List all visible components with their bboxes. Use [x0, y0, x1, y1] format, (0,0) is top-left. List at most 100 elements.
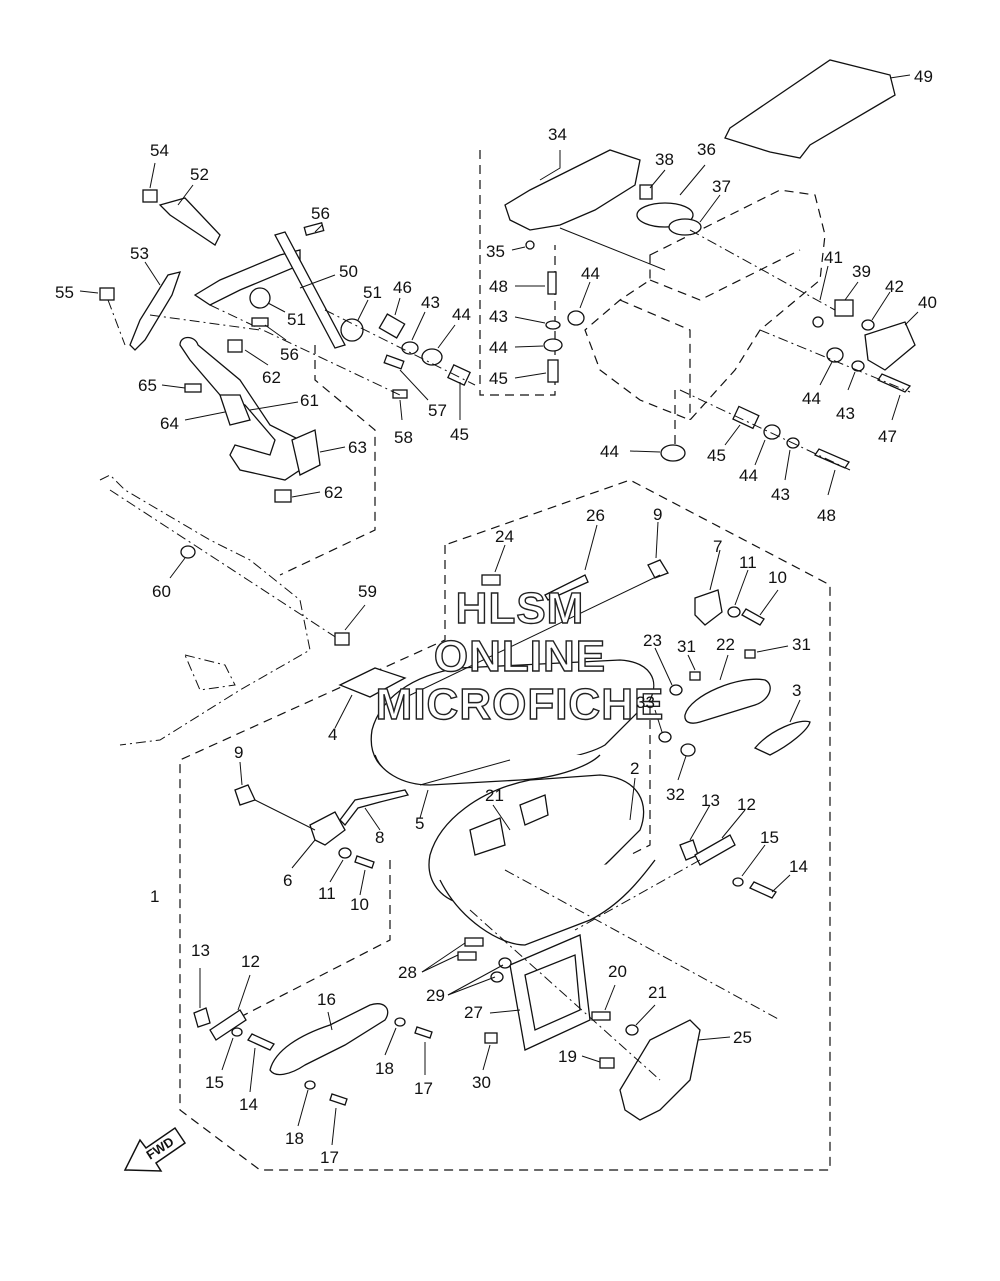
label-4: [338, 667, 407, 698]
callout-23: 23: [643, 631, 662, 650]
clip-9-left: [234, 784, 256, 806]
callout-43-b: 43: [836, 404, 855, 423]
stay-50: [193, 249, 301, 306]
callout-35: 35: [486, 242, 505, 261]
washer-43-upper: [545, 320, 561, 330]
washer-15-right: [732, 877, 744, 887]
callout-56-a: 56: [311, 204, 330, 223]
cover-13-left: [193, 1007, 211, 1028]
washer-43-right: [851, 360, 865, 372]
callout-43-d: 43: [421, 293, 440, 312]
callout-6: 6: [283, 871, 292, 890]
callout-38: 38: [655, 150, 674, 169]
washer-18-bottom: [304, 1080, 316, 1090]
callout-45-c: 45: [450, 425, 469, 444]
callout-9-b: 9: [234, 743, 243, 762]
callout-12-a: 12: [737, 795, 756, 814]
gasket-27-inner: [524, 954, 581, 1031]
guard-64: [219, 394, 251, 426]
callout-14-b: 14: [239, 1095, 258, 1114]
cover-40: [864, 321, 916, 371]
washer-18-top: [394, 1017, 406, 1027]
callout-11-a: 11: [739, 553, 757, 572]
bolt-58: [392, 389, 408, 399]
collar-45-upper: [547, 359, 559, 383]
washer-11-left: [338, 847, 352, 859]
callout-40: 40: [918, 293, 937, 312]
callout-17-b: 17: [320, 1148, 339, 1167]
emblem-22: [684, 678, 771, 724]
callout-33: 33: [636, 693, 655, 712]
latch-7: [694, 589, 723, 626]
callout-61: 61: [300, 391, 319, 410]
bolt-10-top: [741, 608, 765, 626]
bolt-30: [484, 1032, 498, 1044]
bolt-56-top: [303, 222, 325, 236]
callout-59: 59: [358, 582, 377, 601]
block-63: [291, 429, 321, 476]
emblem-3: [753, 720, 811, 756]
callout-22: 22: [716, 635, 735, 654]
frame-outline: [99, 474, 311, 746]
callout-44-e: 44: [739, 466, 758, 485]
washer-15-left: [231, 1027, 243, 1037]
callout-45-b: 45: [707, 446, 726, 465]
grommet-44-bottom: [660, 444, 686, 462]
screw-41: [812, 316, 824, 328]
callout-28: 28: [398, 963, 417, 982]
callout-10-b: 10: [350, 895, 369, 914]
bolt-55: [99, 287, 115, 301]
callout-12-b: 12: [241, 952, 260, 971]
lid-subassembly-boundary: [214, 860, 391, 1031]
bolt-62-bottom: [274, 489, 292, 503]
fwd-arrow-icon: FWD: [123, 1126, 187, 1172]
cap-51-right: [340, 318, 364, 342]
watermark-line3: MICROFICHE: [376, 680, 665, 729]
hinge-21-b: [519, 794, 549, 826]
rod-8: [339, 789, 410, 826]
stay-34: [504, 149, 641, 231]
callout-47: 47: [878, 427, 897, 446]
watermark-line1: HLSM: [456, 584, 585, 633]
plate-12-right: [694, 834, 736, 866]
bolt-20: [591, 1011, 611, 1021]
callout-5: 5: [415, 814, 424, 833]
callout-7: 7: [713, 537, 722, 556]
callout-65: 65: [138, 376, 157, 395]
top-assembly-boundary: [479, 150, 556, 396]
callout-62-a: 62: [262, 368, 281, 387]
callout-44-a: 44: [581, 264, 600, 283]
callout-63: 63: [348, 438, 367, 457]
callout-56-b: 56: [280, 345, 299, 364]
collar-45-bracket: [447, 363, 471, 387]
saddlebag-case: [584, 189, 826, 421]
gasket-37: [668, 218, 702, 236]
callout-10-a: 10: [768, 568, 787, 587]
collar-45-lower: [732, 405, 760, 430]
callout-60: 60: [152, 582, 171, 601]
bolt-47: [877, 373, 912, 393]
nut-60: [180, 545, 196, 559]
callout-51-b: 51: [287, 310, 306, 329]
lock-39: [834, 299, 854, 317]
callout-4: 4: [328, 725, 337, 744]
cap-54: [142, 189, 158, 203]
callout-8: 8: [375, 828, 384, 847]
callout-64: 64: [160, 414, 179, 433]
callout-42: 42: [885, 277, 904, 296]
rod-26: [544, 574, 589, 601]
callout-39: 39: [852, 262, 871, 281]
callout-50: 50: [339, 262, 358, 281]
washer-42: [861, 319, 875, 331]
grommet-44-right: [826, 347, 844, 363]
callout-11-b: 11: [318, 884, 336, 903]
bolt-57: [383, 354, 405, 370]
clip-9-top: [647, 559, 669, 579]
callout-25: 25: [733, 1028, 752, 1047]
grommet-44-bracket: [421, 348, 443, 366]
screw-17-top: [414, 1026, 433, 1039]
callout-13-a: 13: [701, 791, 720, 810]
watermark-line2: ONLINE: [434, 632, 606, 681]
